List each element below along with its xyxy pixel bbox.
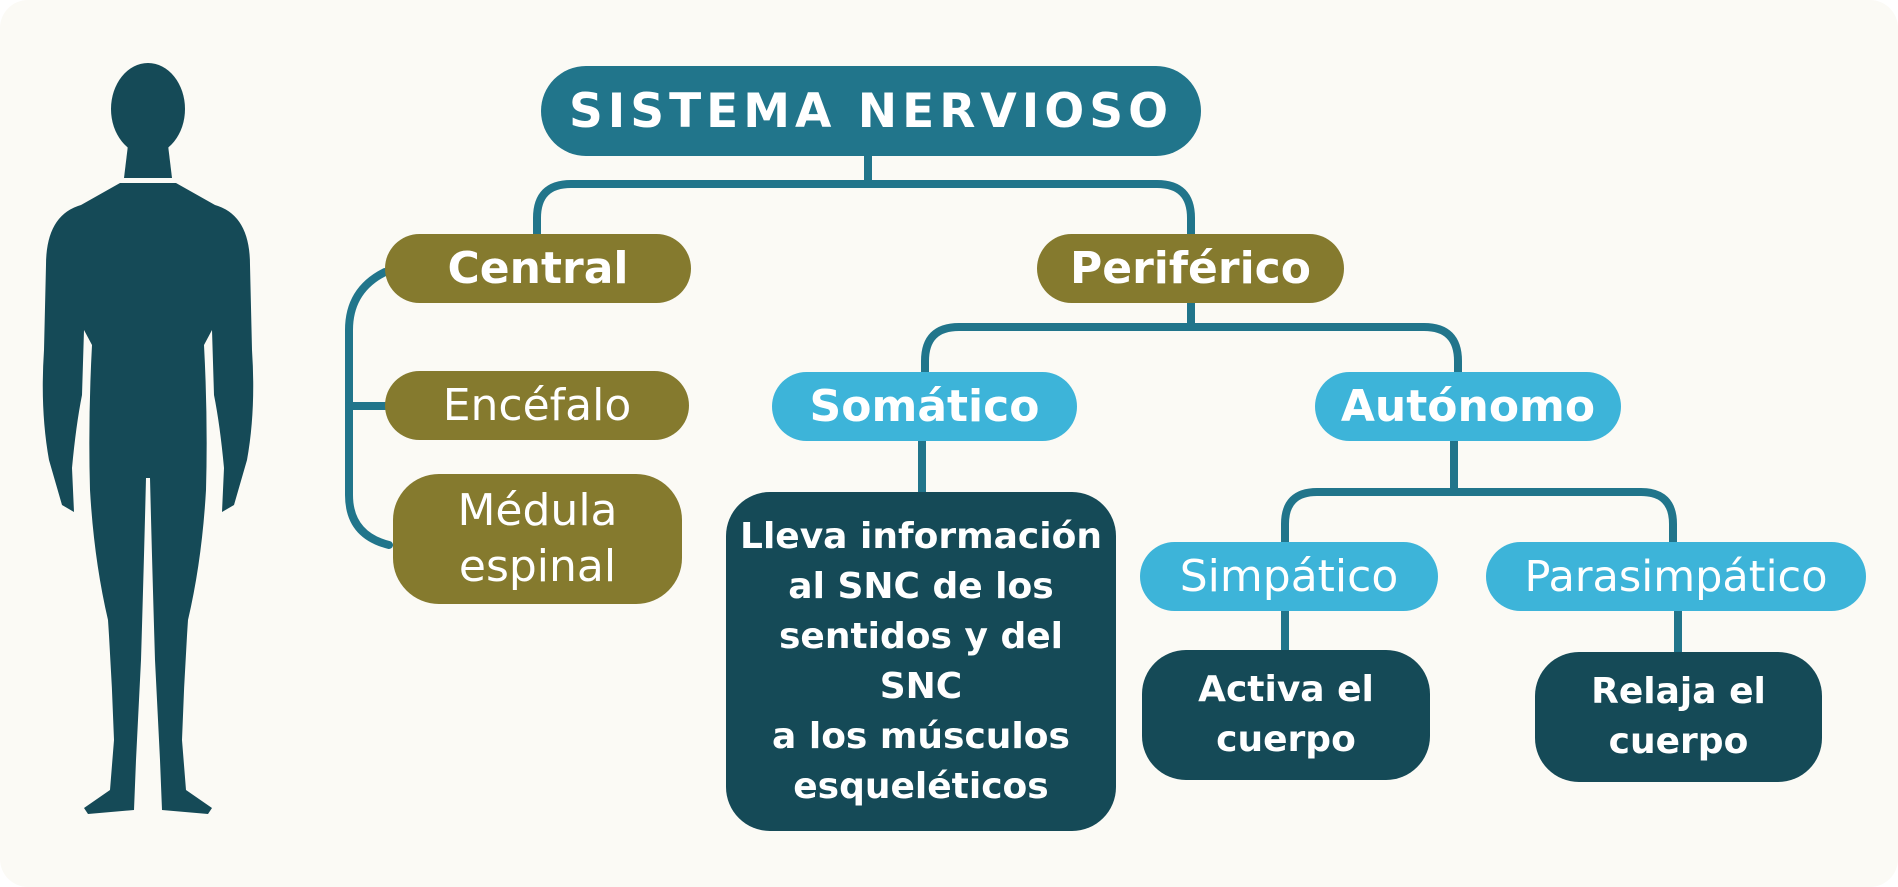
encefalo-node: Encéfalo: [385, 371, 689, 440]
human-silhouette-icon: [42, 63, 254, 814]
somatico-description-box: Lleva información al SNC de los sentidos…: [726, 492, 1116, 831]
connector-central-bracket: [345, 268, 393, 549]
connector-autonomo-bar: [1281, 488, 1677, 546]
connector-periferico-bar: [921, 323, 1462, 376]
title-node: SISTEMA NERVIOSO: [541, 66, 1201, 156]
central-node: Central: [385, 234, 691, 303]
connector-lines: [345, 152, 1682, 656]
autonomo-node: Autónomo: [1315, 372, 1621, 441]
parasimpatico-node: Parasimpático: [1486, 542, 1866, 611]
somatico-node: Somático: [772, 372, 1077, 441]
simpatico-node: Simpático: [1140, 542, 1438, 611]
simpatico-description-box: Activa el cuerpo: [1142, 650, 1430, 780]
medula-espinal-node: Médula espinal: [393, 474, 682, 604]
parasimpatico-description-box: Relaja el cuerpo: [1535, 652, 1822, 782]
periferico-node: Periférico: [1037, 234, 1344, 303]
connector-title-bar: [533, 180, 1195, 238]
